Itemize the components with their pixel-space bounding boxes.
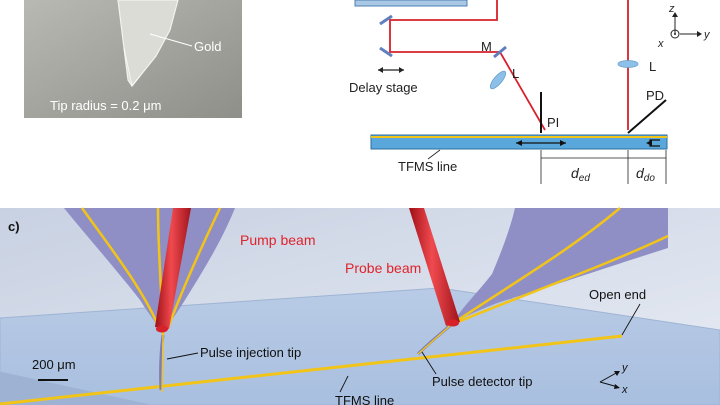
lens-left-label: L — [512, 66, 519, 81]
d-ed-label: ded — [571, 165, 590, 184]
tfms-label-b: TFMS line — [398, 159, 457, 174]
tip-edge — [123, 47, 141, 88]
pump-beam-spot — [156, 325, 168, 333]
axis-z-label: z — [668, 3, 675, 15]
axis-x-label-b: x — [657, 38, 664, 50]
pump-tip-gold-needle — [161, 334, 164, 393]
pump-tip-gold-left — [80, 207, 160, 326]
tfms-slab-edge — [0, 372, 150, 405]
panel-b-setup: M Delay stage L L PI PD TFMS line ded dd… — [349, 0, 711, 184]
axis-y-label-c: y — [621, 362, 629, 374]
tfms-pointer-b — [427, 149, 441, 160]
gold-label: Gold — [194, 39, 221, 54]
probe-tip-gold-needle — [417, 323, 453, 355]
axes-c: y x — [599, 362, 629, 396]
tfms-pointer-c — [339, 375, 349, 393]
tip-radius-label: Tip radius = 0.2 μm — [50, 98, 161, 113]
open-end-pointer — [621, 303, 641, 336]
delay-mirror-top — [379, 14, 393, 26]
laser-box — [354, 0, 468, 7]
pump-tip-gold-right — [166, 207, 222, 329]
lens-right-label: L — [649, 59, 656, 74]
axis-y-label-b: y — [703, 29, 711, 41]
gold-pointer-line — [149, 33, 193, 47]
panel-c-rendering: c) Pump beam Probe beam Open end Pulse i… — [0, 207, 720, 405]
axis-x-arrow-c — [614, 384, 620, 389]
axis-x-dot — [674, 33, 676, 35]
delay-mirror-bottom — [379, 46, 393, 58]
lens-right — [617, 60, 639, 68]
probe-tip-body — [452, 208, 668, 324]
pump-tip-body — [64, 208, 235, 335]
pump-beam-label: Pump beam — [240, 232, 315, 248]
mirror-label: M — [481, 39, 492, 54]
pulse-detector-pointer — [421, 351, 437, 375]
probe-beam — [409, 208, 460, 326]
d-do-label: ddo — [636, 165, 655, 184]
panel-a-sem-image: Gold Tip radius = 0.2 μm — [24, 0, 242, 118]
pi-label: PI — [547, 115, 559, 130]
pd-tip — [627, 99, 667, 134]
probe-tip-gold-bottom — [457, 234, 669, 324]
scale-bar-label: 200 μm — [32, 357, 76, 372]
pulse-detector-label: Pulse detector tip — [432, 374, 532, 389]
lens-left — [489, 70, 507, 90]
pump-beam — [155, 208, 191, 329]
axes-b: z y x — [657, 3, 711, 50]
axis-x-label-c: x — [621, 384, 628, 396]
probe-beam-label: Probe beam — [345, 260, 421, 276]
open-end-label: Open end — [589, 287, 646, 302]
return-arrowhead — [646, 140, 652, 146]
probe-tip-gold-top — [457, 207, 621, 322]
axis-z-arrow — [672, 12, 678, 17]
pulse-arrowheads — [516, 140, 566, 146]
tfms-gold-line — [0, 334, 623, 405]
axis-y-line-c — [599, 371, 619, 383]
probe-beam-spot — [447, 319, 459, 327]
pulse-injection-label: Pulse injection tip — [200, 345, 301, 360]
pump-beam-path — [389, 0, 546, 131]
tfms-label-c: TFMS line — [335, 393, 394, 405]
mirror-m — [493, 45, 507, 59]
axis-y-arrow — [697, 31, 702, 37]
pulse-injection-pointer — [166, 352, 199, 360]
panel-c-label: c) — [8, 219, 20, 234]
axis-y-arrow-c — [614, 371, 620, 376]
pd-label: PD — [646, 88, 664, 103]
axis-x-circle — [670, 29, 680, 39]
delay-stage-label: Delay stage — [349, 80, 418, 95]
